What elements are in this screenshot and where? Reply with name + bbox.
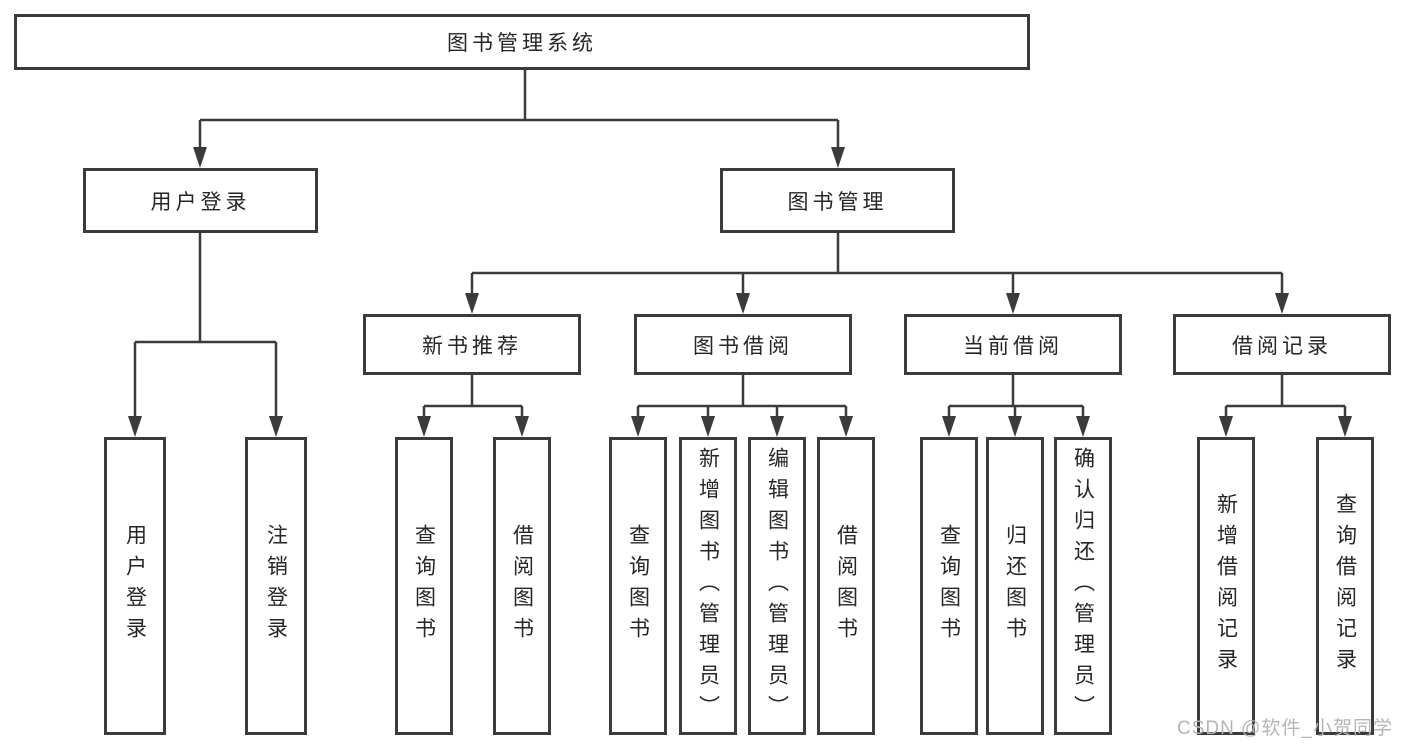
leaf-confirm-return-admin: 确认归还（管理员） bbox=[1054, 437, 1112, 735]
leaf-confirm-return-admin-label: 确认归还（管理员） bbox=[1071, 446, 1095, 726]
leaf-query-books-3-label: 查询图书 bbox=[937, 524, 961, 648]
leaf-query-books-1-label: 查询图书 bbox=[412, 524, 436, 648]
leaf-add-borrow-record-label: 新增借阅记录 bbox=[1214, 493, 1238, 679]
edge-root-to-level2 bbox=[193, 70, 845, 168]
leaf-return-books-label: 归还图书 bbox=[1003, 524, 1027, 648]
leaf-query-books-2: 查询图书 bbox=[609, 437, 667, 735]
node-borrow-records: 借阅记录 bbox=[1173, 314, 1391, 375]
node-new-book-recommend-label: 新书推荐 bbox=[422, 334, 522, 358]
node-user-login: 用户登录 bbox=[83, 168, 318, 233]
leaf-add-books-admin-label: 新增图书（管理员） bbox=[696, 446, 720, 726]
leaf-add-borrow-record: 新增借阅记录 bbox=[1197, 437, 1255, 735]
edge-userlogin-to-leaves bbox=[128, 233, 283, 437]
leaf-edit-books-admin-label: 编辑图书（管理员） bbox=[765, 446, 789, 726]
node-book-management: 图书管理 bbox=[720, 168, 955, 233]
leaf-borrow-books-2: 借阅图书 bbox=[817, 437, 875, 735]
node-root-label: 图书管理系统 bbox=[447, 32, 597, 55]
leaf-query-books-2-label: 查询图书 bbox=[626, 524, 650, 648]
node-book-borrow-label: 图书借阅 bbox=[693, 334, 793, 358]
leaf-edit-books-admin: 编辑图书（管理员） bbox=[748, 437, 806, 735]
leaf-query-borrow-record-label: 查询借阅记录 bbox=[1333, 493, 1357, 679]
leaf-user-login-label: 用户登录 bbox=[123, 524, 147, 648]
node-user-login-label: 用户登录 bbox=[150, 190, 251, 214]
node-root: 图书管理系统 bbox=[14, 14, 1030, 70]
edge-borrowrecords-to-leaves bbox=[1219, 375, 1352, 437]
csdn-watermark: CSDN @软件_小贺同学 bbox=[1177, 718, 1393, 739]
leaf-borrow-books-1-label: 借阅图书 bbox=[510, 524, 534, 648]
edge-newbooks-to-leaves bbox=[417, 375, 529, 437]
node-book-borrow: 图书借阅 bbox=[634, 314, 852, 375]
node-new-book-recommend: 新书推荐 bbox=[363, 314, 581, 375]
node-borrow-records-label: 借阅记录 bbox=[1232, 334, 1332, 358]
node-book-management-label: 图书管理 bbox=[787, 190, 888, 214]
node-current-borrow-label: 当前借阅 bbox=[963, 334, 1063, 358]
leaf-borrow-books-2-label: 借阅图书 bbox=[834, 524, 858, 648]
edge-currentborrow-to-leaves bbox=[942, 375, 1090, 437]
leaf-user-login: 用户登录 bbox=[104, 437, 166, 735]
leaf-logout: 注销登录 bbox=[245, 437, 307, 735]
leaf-query-borrow-record: 查询借阅记录 bbox=[1316, 437, 1374, 735]
edge-bookborrow-to-leaves bbox=[631, 375, 853, 437]
node-current-borrow: 当前借阅 bbox=[904, 314, 1122, 375]
leaf-logout-label: 注销登录 bbox=[264, 524, 288, 648]
leaf-query-books-1: 查询图书 bbox=[395, 437, 453, 735]
leaf-query-books-3: 查询图书 bbox=[920, 437, 978, 735]
leaf-borrow-books-1: 借阅图书 bbox=[493, 437, 551, 735]
leaf-add-books-admin: 新增图书（管理员） bbox=[679, 437, 737, 735]
edge-bookmgmt-to-groups bbox=[465, 233, 1289, 314]
leaf-return-books: 归还图书 bbox=[986, 437, 1044, 735]
